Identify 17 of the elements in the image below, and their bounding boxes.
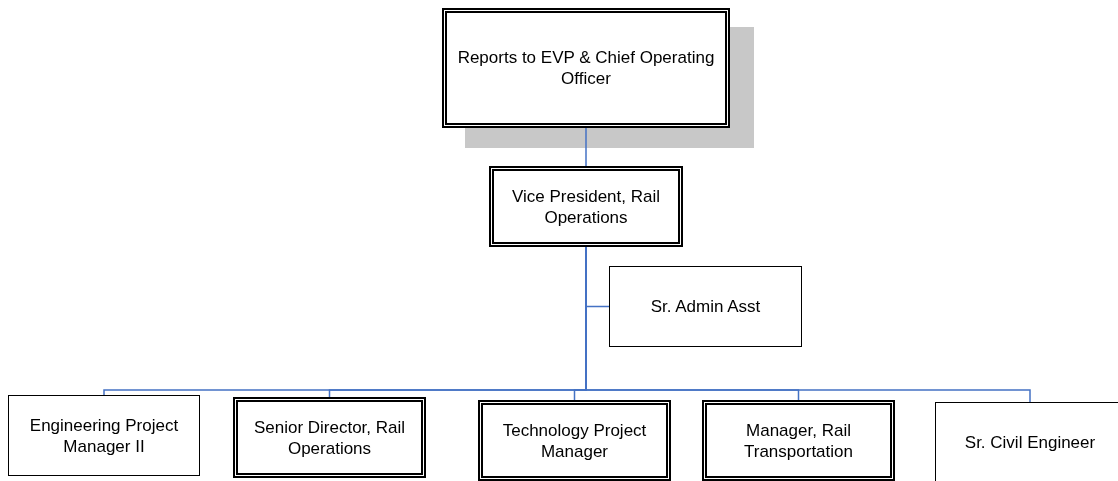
- role-title: Manager, Rail Transportation: [743, 419, 854, 462]
- role-title: Senior Director, Rail Operations: [252, 416, 407, 459]
- role-title: Reports to EVP & Chief Operating Officer: [456, 47, 716, 89]
- org-box: [8, 395, 200, 476]
- org-box: [233, 397, 426, 478]
- org-box: [442, 8, 730, 128]
- role-title: Sr. Admin Asst: [650, 296, 761, 317]
- role-title: Technology Project Manager: [501, 419, 648, 462]
- role-title: Engineering Project Manager II: [28, 414, 180, 457]
- org-box: [609, 266, 802, 347]
- role-title: Vice President, Rail Operations: [510, 185, 661, 228]
- org-box: [478, 400, 671, 481]
- connector-line: [585, 127, 587, 167]
- org-box: [702, 400, 895, 481]
- org-box: [489, 166, 683, 247]
- org-box: [935, 402, 1118, 481]
- role-title: Sr. Civil Engineer: [964, 432, 1096, 453]
